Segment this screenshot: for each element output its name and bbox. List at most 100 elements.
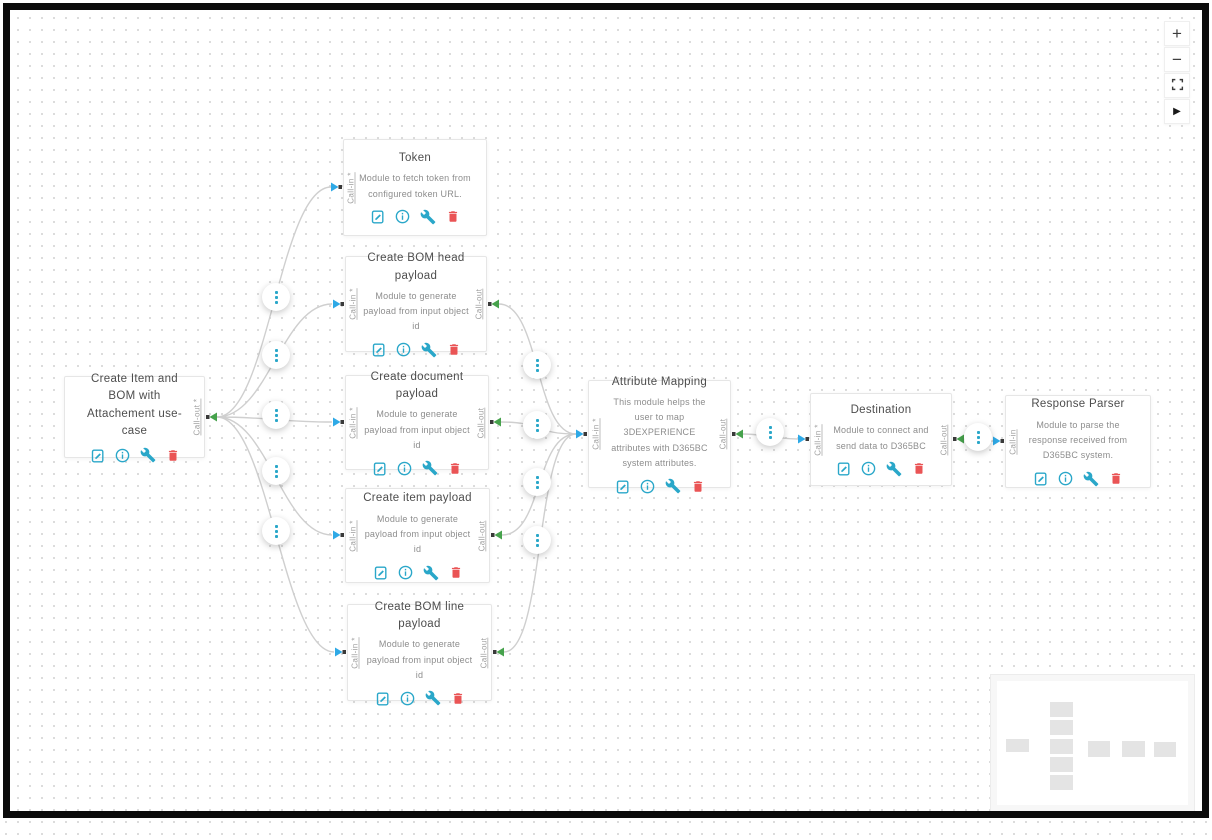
connection-menu[interactable] xyxy=(523,526,551,554)
call-in-port[interactable]: Call-in * xyxy=(346,171,356,204)
connection-menu[interactable] xyxy=(262,341,290,369)
node-actions xyxy=(370,209,460,225)
call-out-port[interactable]: Call-out xyxy=(477,520,487,551)
edit-icon[interactable] xyxy=(373,565,388,580)
call-in-port[interactable]: Call-in * xyxy=(813,423,823,456)
call-in-port[interactable]: Call-in * xyxy=(350,636,360,669)
edit-icon[interactable] xyxy=(375,691,390,706)
zoom-out-button[interactable]: − xyxy=(1164,47,1190,72)
trash-icon[interactable] xyxy=(691,479,705,494)
minimap[interactable] xyxy=(990,674,1195,812)
node-create-item-payload[interactable]: Create item payload Module to generate p… xyxy=(345,488,490,583)
node-attribute-mapping[interactable]: Attribute Mapping This module helps the … xyxy=(588,376,731,494)
wrench-icon[interactable] xyxy=(425,690,441,706)
node-actions xyxy=(836,461,926,477)
node-actions xyxy=(1033,471,1123,487)
node-description: Module to generate payload from input ob… xyxy=(364,409,470,450)
edit-icon[interactable] xyxy=(90,448,105,463)
node-token[interactable]: Token Module to fetch token from configu… xyxy=(343,139,487,236)
info-icon[interactable] xyxy=(115,448,130,463)
info-icon[interactable] xyxy=(397,461,412,476)
call-out-port[interactable]: Call-out xyxy=(474,288,484,320)
connection-menu[interactable] xyxy=(262,517,290,545)
trash-icon[interactable] xyxy=(166,448,180,463)
minimap-node xyxy=(1006,739,1029,752)
connection-menu[interactable] xyxy=(262,283,290,311)
node-destination[interactable]: Destination Module to connect and send d… xyxy=(810,393,952,486)
wrench-icon[interactable] xyxy=(420,209,436,225)
edit-icon[interactable] xyxy=(371,342,386,357)
info-icon[interactable] xyxy=(640,479,655,494)
node-response-parser[interactable]: Response Parser Module to parse the resp… xyxy=(1005,395,1151,488)
trash-icon[interactable] xyxy=(448,461,462,476)
connection-menu[interactable] xyxy=(262,457,290,485)
info-icon[interactable] xyxy=(861,461,876,476)
node-create-bom-line-payload[interactable]: Create BOM line payload Module to genera… xyxy=(347,601,492,706)
node-description: Module to generate payload from input ob… xyxy=(364,513,471,555)
info-icon[interactable] xyxy=(395,209,410,224)
connection-menu[interactable] xyxy=(523,411,551,439)
node-description: Module to connect and send data to D365B… xyxy=(833,425,929,451)
trash-icon[interactable] xyxy=(912,461,926,476)
node-create-item-and-bom[interactable]: Create Item and BOM with Attachement use… xyxy=(64,373,205,463)
call-in-port[interactable]: Call-in * xyxy=(348,288,358,320)
minimap-node xyxy=(1050,702,1073,717)
node-description: Module to generate payload from input ob… xyxy=(366,639,473,680)
connection-menu[interactable] xyxy=(756,418,784,446)
call-in-arrows xyxy=(331,182,1004,657)
call-in-port[interactable]: Call-in xyxy=(1008,428,1018,455)
minimap-node xyxy=(1050,720,1073,735)
play-button[interactable]: ▶ xyxy=(1164,99,1190,124)
call-in-port[interactable]: Call-in * xyxy=(348,519,358,552)
node-create-document-payload[interactable]: Create document payload Module to genera… xyxy=(345,371,489,476)
node-actions xyxy=(371,342,461,358)
wrench-icon[interactable] xyxy=(423,565,439,581)
connection-menu[interactable] xyxy=(523,468,551,496)
wrench-icon[interactable] xyxy=(1083,471,1099,487)
minimap-node xyxy=(1122,741,1145,757)
node-create-bom-head-payload[interactable]: Create BOM head payload Module to genera… xyxy=(345,252,487,358)
connection-menu[interactable] xyxy=(262,401,290,429)
call-in-port[interactable]: Call-in * xyxy=(348,406,358,439)
call-out-port[interactable]: Call-out * xyxy=(192,398,202,436)
call-out-port[interactable]: Call-out xyxy=(479,637,489,668)
trash-icon[interactable] xyxy=(449,565,463,580)
trash-icon[interactable] xyxy=(451,691,465,706)
wrench-icon[interactable] xyxy=(421,342,437,358)
info-icon[interactable] xyxy=(398,565,413,580)
info-icon[interactable] xyxy=(400,691,415,706)
trash-icon[interactable] xyxy=(447,342,461,357)
fullscreen-icon xyxy=(1171,76,1184,96)
trash-icon[interactable] xyxy=(1109,471,1123,486)
connection-menu[interactable] xyxy=(964,423,992,451)
wrench-icon[interactable] xyxy=(140,447,156,463)
node-description: Module to parse the response received fr… xyxy=(1028,419,1128,461)
edit-icon[interactable] xyxy=(1033,471,1048,486)
wrench-icon[interactable] xyxy=(886,461,902,477)
node-description: Module to fetch token from configured to… xyxy=(359,173,471,199)
info-icon[interactable] xyxy=(1058,471,1073,486)
trash-icon[interactable] xyxy=(446,209,460,224)
node-title: Create BOM line payload xyxy=(374,600,465,631)
node-title: Attribute Mapping xyxy=(611,375,708,388)
wrench-icon[interactable] xyxy=(422,460,438,476)
node-description: This module helps the user to map 3DEXPE… xyxy=(611,396,708,469)
zoom-in-button[interactable]: + xyxy=(1164,21,1190,46)
edit-icon[interactable] xyxy=(836,461,851,476)
call-in-port[interactable]: Call-in * xyxy=(591,418,601,450)
node-actions xyxy=(375,690,465,706)
call-out-port[interactable]: Call-out xyxy=(718,418,728,450)
wrench-icon[interactable] xyxy=(665,478,681,494)
call-out-arrows xyxy=(206,299,964,657)
edit-icon[interactable] xyxy=(372,461,387,476)
fullscreen-button[interactable] xyxy=(1164,73,1190,98)
call-out-port[interactable]: Call-out xyxy=(476,407,486,438)
edit-icon[interactable] xyxy=(370,209,385,224)
info-icon[interactable] xyxy=(396,342,411,357)
edit-icon[interactable] xyxy=(615,479,630,494)
call-out-port[interactable]: Call-out xyxy=(939,424,949,455)
connection-menu[interactable] xyxy=(523,351,551,379)
node-title: Create BOM head payload xyxy=(367,252,465,282)
node-title: Create Item and BOM with Attachement use… xyxy=(87,373,182,437)
